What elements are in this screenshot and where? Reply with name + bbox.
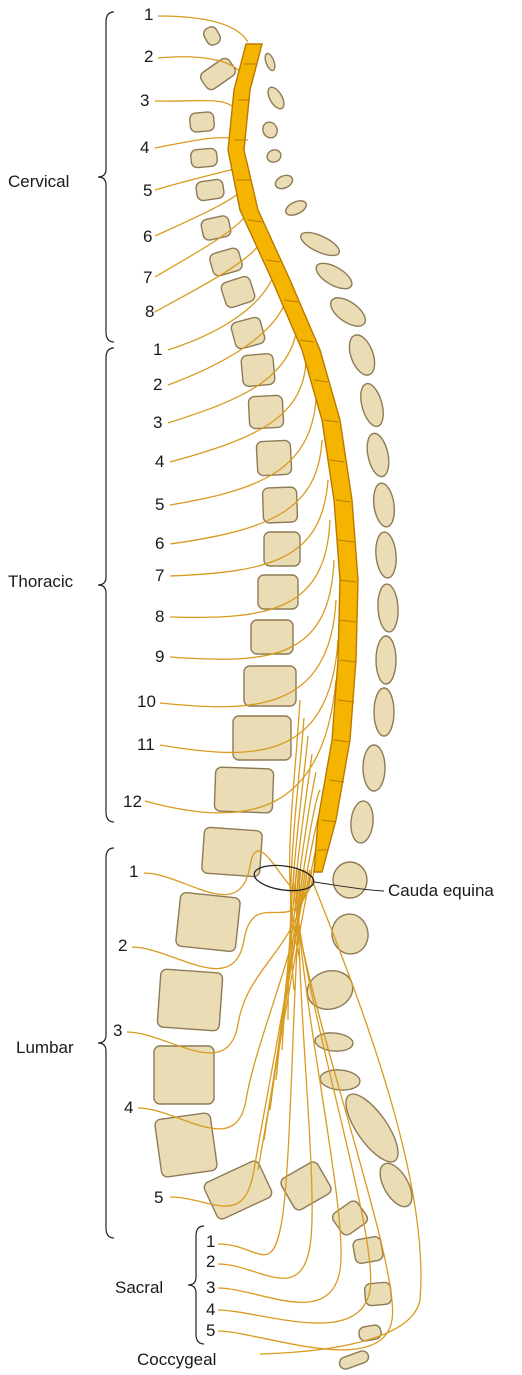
cervical-nerve-label-1: 1 xyxy=(144,5,153,24)
thoracic-nerve-label-10: 10 xyxy=(137,692,156,711)
thoracic-nerve-label-2: 2 xyxy=(153,375,162,394)
vertebral-body xyxy=(330,1199,369,1238)
thoracic-brace xyxy=(98,348,114,822)
vertebral-body xyxy=(241,353,276,387)
thoracic-nerve-label-8: 8 xyxy=(155,607,164,626)
thoracic-nerve-label-4: 4 xyxy=(155,452,164,471)
spinous-process xyxy=(326,292,370,331)
sacral-nerve-label-1: 1 xyxy=(206,1232,215,1251)
spinous-process xyxy=(344,332,379,379)
region-label-coccygeal: Coccygeal xyxy=(137,1350,216,1369)
region-label-lumbar: Lumbar xyxy=(16,1038,74,1057)
sacral-nerve-label-3: 3 xyxy=(206,1278,215,1297)
vertebral-body xyxy=(190,148,217,168)
spinous-process xyxy=(364,431,393,478)
cervical-nerve-label-4: 4 xyxy=(140,138,149,157)
spinous-process xyxy=(363,745,385,791)
spinous-process xyxy=(337,1087,407,1170)
vertebral-body xyxy=(233,716,291,760)
vertebral-body xyxy=(208,247,243,277)
thoracic-nerve-8 xyxy=(170,520,330,617)
thoracic-nerve-label-6: 6 xyxy=(155,534,164,553)
cervical-nerve-label-5: 5 xyxy=(143,181,152,200)
cervical-nerve-label-8: 8 xyxy=(145,302,154,321)
thoracic-nerve-label-7: 7 xyxy=(155,566,164,585)
cauda-equina-label: Cauda equina xyxy=(388,881,494,900)
spinous-process xyxy=(265,148,282,164)
vertebral-body xyxy=(258,575,298,609)
vertebral-body xyxy=(201,25,222,48)
vertebral-body xyxy=(200,215,232,241)
vertebral-body xyxy=(189,111,215,132)
spinous-process xyxy=(376,636,396,684)
sacral-nerve-label-5: 5 xyxy=(206,1321,215,1340)
vertebral-body xyxy=(248,395,284,429)
spinous-process xyxy=(349,800,375,844)
vertebral-body xyxy=(195,179,224,202)
vertebral-body xyxy=(220,275,257,309)
region-label-sacral: Sacral xyxy=(115,1278,163,1297)
vertebral-body xyxy=(175,892,240,952)
cervical-nerve-label-7: 7 xyxy=(143,268,152,287)
region-label-cervical: Cervical xyxy=(8,172,69,191)
cervical-nerve-label-6: 6 xyxy=(143,227,152,246)
spinous-process xyxy=(374,531,398,579)
vertebral-body xyxy=(201,827,262,877)
lumbar-nerve-label-5: 5 xyxy=(154,1188,163,1207)
thoracic-nerve-label-9: 9 xyxy=(155,647,164,666)
spinous-process xyxy=(283,198,308,218)
vertebral-body xyxy=(256,440,292,476)
thoracic-nerve-label-3: 3 xyxy=(153,413,162,432)
thoracic-nerve-label-11: 11 xyxy=(137,735,155,754)
sacral-nerve-label-2: 2 xyxy=(206,1252,215,1271)
sacral-brace xyxy=(188,1226,204,1344)
cervical-nerve-3 xyxy=(155,101,236,110)
spinous-process xyxy=(374,688,394,736)
vertebral-body xyxy=(364,1282,392,1306)
vertebral-body xyxy=(198,56,237,92)
spinous-process xyxy=(371,482,397,528)
spinous-process xyxy=(319,1068,361,1091)
vertebral-body xyxy=(157,969,223,1031)
spinous-process xyxy=(273,173,294,191)
thoracic-nerve-label-12: 12 xyxy=(123,792,142,811)
spinous-process xyxy=(298,228,343,260)
vertebral-body xyxy=(244,666,296,706)
vertebral-body xyxy=(154,1112,218,1177)
vertebrae-group xyxy=(154,25,418,1371)
thoracic-nerve-label-5: 5 xyxy=(155,495,164,514)
spinous-process xyxy=(357,381,388,429)
vertebral-body xyxy=(264,532,300,566)
spinous-process xyxy=(263,52,277,72)
vertebral-body xyxy=(338,1349,370,1371)
spinous-process xyxy=(312,258,356,294)
cervical-nerve-label-3: 3 xyxy=(140,91,149,110)
spinous-process xyxy=(260,120,279,140)
spinous-process xyxy=(333,862,367,898)
lumbar-brace xyxy=(98,848,114,1238)
spinous-process xyxy=(377,584,399,633)
lumbar-nerve-label-1: 1 xyxy=(129,862,138,881)
cervical-nerve-4 xyxy=(155,138,236,148)
region-label-thoracic: Thoracic xyxy=(8,572,74,591)
cervical-nerve-label-2: 2 xyxy=(144,47,153,66)
sacral-nerve-label-4: 4 xyxy=(206,1300,215,1319)
cervical-nerve-1 xyxy=(158,16,248,42)
cervical-brace xyxy=(98,12,114,342)
lumbar-nerve-label-3: 3 xyxy=(113,1021,122,1040)
thoracic-nerve-label-1: 1 xyxy=(153,340,162,359)
vertebral-body xyxy=(154,1046,214,1104)
lumbar-nerve-label-2: 2 xyxy=(118,936,127,955)
spinous-process xyxy=(265,85,287,112)
spinous-process xyxy=(329,911,371,957)
lumbar-nerve-label-4: 4 xyxy=(124,1098,133,1117)
